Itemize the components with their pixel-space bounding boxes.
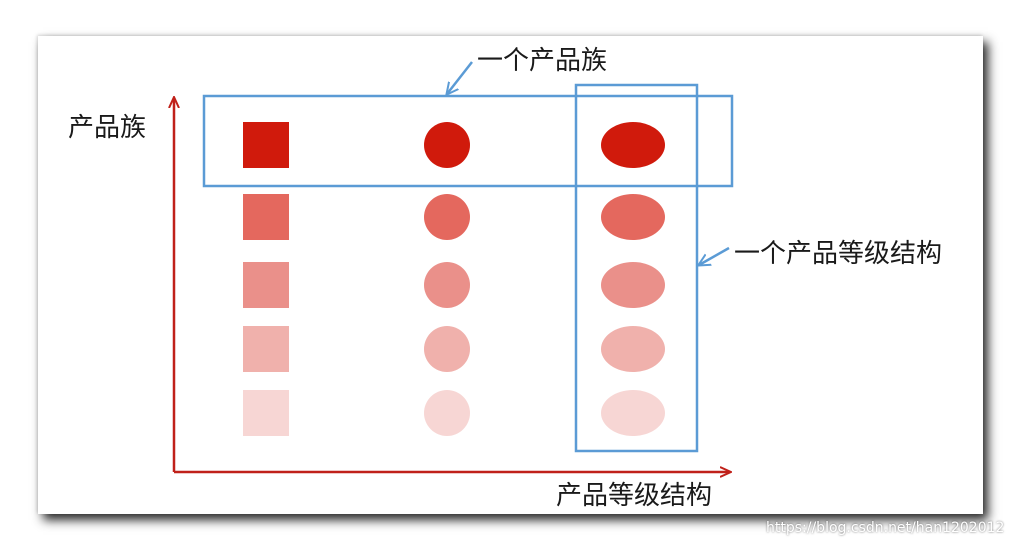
family-callout-arrow [447, 61, 473, 94]
ellipse-level-2 [601, 194, 665, 240]
grade-callout-label: 一个产品等级结构 [734, 239, 943, 269]
ellipse-level-1 [601, 122, 665, 168]
square-level-1 [243, 122, 289, 168]
y-axis-label: 产品族 [68, 113, 147, 143]
shape-grid [243, 122, 665, 436]
circle-level-3 [424, 262, 470, 308]
watermark-text: https://blog.csdn.net/han1202012 [766, 520, 1005, 536]
circle-level-5 [424, 390, 470, 436]
square-level-5 [243, 390, 289, 436]
circle-level-1 [424, 122, 470, 168]
square-level-3 [243, 262, 289, 308]
square-level-2 [243, 194, 289, 240]
product-family-box [202, 94, 734, 188]
x-axis-label: 产品等级结构 [556, 481, 713, 511]
circle-level-2 [424, 194, 470, 240]
diagram-card [38, 36, 983, 514]
ellipse-level-4 [601, 326, 665, 372]
square-level-4 [243, 326, 289, 372]
ellipse-level-3 [601, 262, 665, 308]
ellipse-level-5 [601, 390, 665, 436]
product-grade-box [574, 83, 699, 453]
circle-level-4 [424, 326, 470, 372]
grade-callout-arrow [699, 246, 730, 265]
family-callout-label: 一个产品族 [477, 46, 608, 76]
